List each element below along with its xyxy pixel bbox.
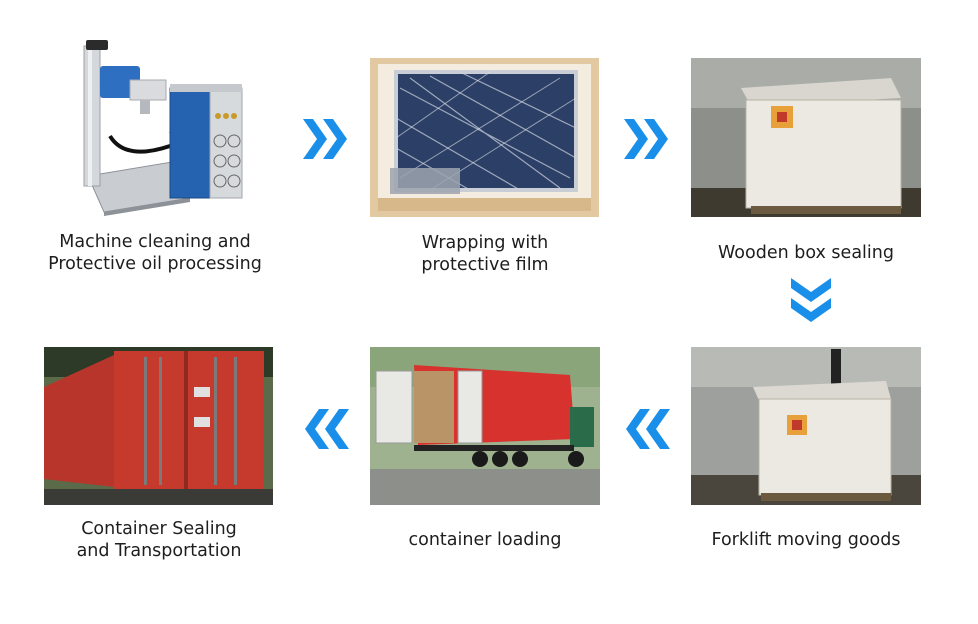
double-chevron-left-icon (624, 409, 670, 449)
step-caption: container loading (360, 529, 610, 551)
step-caption: Container Sealing and Transportation (34, 518, 284, 562)
caption-line: Wooden box sealing (718, 243, 894, 263)
double-chevron-right-icon (303, 119, 349, 159)
caption-line: protective film (421, 255, 549, 275)
caption-line: Machine cleaning and (59, 232, 251, 252)
step-caption: Wrapping with protective film (360, 232, 610, 276)
wooden-crate-image (691, 58, 921, 217)
double-chevron-down-icon (791, 278, 831, 324)
caption-line: container loading (408, 530, 562, 550)
step-caption: Wooden box sealing (681, 242, 931, 264)
truck-loading-image (370, 347, 600, 505)
forklift-crate-image (691, 347, 921, 505)
caption-line: and Transportation (76, 541, 242, 561)
caption-line: Protective oil processing (48, 254, 262, 274)
double-chevron-right-icon (624, 119, 670, 159)
laser-machine-image (70, 36, 260, 216)
wrapped-machine-image (370, 58, 599, 217)
step-caption: Forklift moving goods (681, 529, 931, 551)
step-caption: Machine cleaning and Protective oil proc… (30, 231, 280, 275)
caption-line: Wrapping with (421, 233, 549, 253)
caption-line: Container Sealing (81, 519, 237, 539)
double-chevron-left-icon (303, 409, 349, 449)
caption-line: Forklift moving goods (711, 530, 901, 550)
shipping-containers-image (44, 347, 273, 505)
